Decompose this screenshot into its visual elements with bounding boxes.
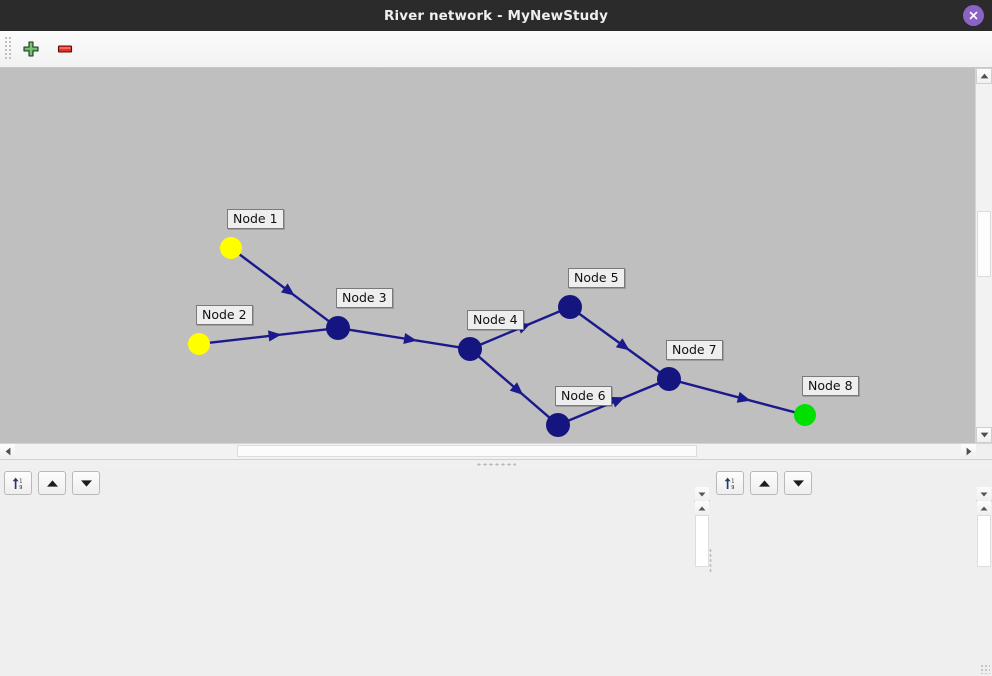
caret-right-icon xyxy=(966,447,971,455)
reaches-move-up-button[interactable] xyxy=(38,471,66,495)
graph-node-label-node-1[interactable]: Node 1 xyxy=(227,209,284,229)
splitter-grip xyxy=(476,463,516,466)
nodes-scroll-thumb[interactable] xyxy=(977,515,991,567)
graph-edge[interactable] xyxy=(348,328,460,349)
nodes-sort-button[interactable]: 1 9 xyxy=(716,471,744,495)
graph-edge-arrow xyxy=(280,283,295,296)
graph-edge[interactable] xyxy=(208,328,328,345)
graph-edge-arrow xyxy=(610,397,625,408)
svg-text:9: 9 xyxy=(19,485,22,491)
caret-up-icon xyxy=(980,73,988,79)
graph-node-node-6[interactable] xyxy=(546,413,570,437)
scrollbar-corner xyxy=(976,444,992,458)
graph-node-node-4[interactable] xyxy=(458,337,482,361)
graph-node-label-node-5[interactable]: Node 5 xyxy=(568,268,625,288)
window-titlebar: River network - MyNewStudy xyxy=(0,0,992,31)
graph-edge-arrow xyxy=(509,382,524,395)
graph-edge-arrow xyxy=(267,330,282,342)
caret-left-icon xyxy=(5,447,10,455)
close-window-button[interactable] xyxy=(963,5,984,26)
graph-node-label-node-3[interactable]: Node 3 xyxy=(336,288,393,308)
graph-node-label-node-7[interactable]: Node 7 xyxy=(666,340,723,360)
reaches-scroll-up-button[interactable] xyxy=(695,501,709,515)
graph-horizontal-scroll-thumb[interactable] xyxy=(237,445,697,457)
graph-node-node-5[interactable] xyxy=(558,295,582,319)
bottom-tables-area: 1 9 NameNode1Node2 xyxy=(0,468,992,676)
arrow-down-icon xyxy=(792,479,804,487)
graph-vertical-scroll-track[interactable] xyxy=(976,84,992,427)
sort-ascending-icon: 1 9 xyxy=(724,477,734,491)
graph-vertical-scroll-thumb[interactable] xyxy=(977,211,991,277)
graph-vertical-scrollbar[interactable] xyxy=(975,68,992,443)
svg-text:1: 1 xyxy=(19,478,22,484)
graph-edge-arrow xyxy=(403,333,418,345)
graph-node-label-node-8[interactable]: Node 8 xyxy=(802,376,859,396)
nodes-move-up-button[interactable] xyxy=(750,471,778,495)
arrow-up-icon xyxy=(758,479,770,487)
graph-node-node-1[interactable] xyxy=(220,237,242,259)
caret-up-icon xyxy=(698,506,706,510)
graph-scroll-up-button[interactable] xyxy=(976,68,992,84)
nodes-scroll-down-button[interactable] xyxy=(977,487,991,501)
graph-node-label-node-4[interactable]: Node 4 xyxy=(467,310,524,330)
sort-ascending-icon: 1 9 xyxy=(12,477,22,491)
reaches-sort-button[interactable]: 1 9 xyxy=(4,471,32,495)
reaches-toolbar: 1 9 xyxy=(0,468,106,498)
nodes-toolbar: 1 9 xyxy=(712,468,818,498)
graph-scroll-down-button[interactable] xyxy=(976,427,992,443)
add-plus-icon xyxy=(23,41,39,57)
graph-edge-arrow xyxy=(615,338,630,351)
graph-node-node-3[interactable] xyxy=(326,316,350,340)
graph-scroll-left-button[interactable] xyxy=(0,444,15,458)
graph-node-node-7[interactable] xyxy=(657,367,681,391)
svg-text:1: 1 xyxy=(731,478,734,484)
graph-scroll-right-button[interactable] xyxy=(961,444,976,458)
window-resize-grip[interactable] xyxy=(980,664,990,674)
nodes-scroll-up-button[interactable] xyxy=(977,501,991,515)
reaches-move-down-button[interactable] xyxy=(72,471,100,495)
nodes-move-down-button[interactable] xyxy=(784,471,812,495)
graph-node-label-node-6[interactable]: Node 6 xyxy=(555,386,612,406)
vertical-splitter[interactable] xyxy=(708,470,713,650)
toolbar-drag-handle[interactable] xyxy=(3,37,12,61)
graph-horizontal-scrollbar[interactable] xyxy=(0,443,992,459)
graph-node-node-8[interactable] xyxy=(794,404,816,426)
network-graph-svg xyxy=(188,237,816,437)
horizontal-splitter[interactable] xyxy=(0,459,992,469)
caret-down-icon xyxy=(980,432,988,438)
caret-down-icon xyxy=(698,492,706,496)
add-node-button[interactable] xyxy=(16,34,46,64)
reaches-scroll-down-button[interactable] xyxy=(695,487,709,501)
nodes-vertical-scrollbar[interactable] xyxy=(976,487,992,567)
graph-edge-arrow xyxy=(736,391,751,403)
graph-node-label-node-2[interactable]: Node 2 xyxy=(196,305,253,325)
arrow-down-icon xyxy=(80,479,92,487)
remove-minus-icon xyxy=(57,45,73,53)
network-graph-canvas[interactable]: Node 1 Node 2 Node 3 Node 4 Node 5 Node 6 Node… xyxy=(0,68,976,443)
caret-down-icon xyxy=(980,492,988,496)
remove-node-button[interactable] xyxy=(50,34,80,64)
arrow-up-icon xyxy=(46,479,58,487)
window-title: River network - MyNewStudy xyxy=(384,7,608,24)
reaches-vertical-scrollbar[interactable] xyxy=(694,487,710,567)
network-graph-panel: Node 1 Node 2 Node 3 Node 4 Node 5 Node 6 Node… xyxy=(0,68,992,459)
main-toolbar xyxy=(0,31,992,68)
svg-text:9: 9 xyxy=(731,485,734,491)
graph-node-node-2[interactable] xyxy=(188,333,210,355)
caret-up-icon xyxy=(980,506,988,510)
vertical-splitter-grip xyxy=(709,548,712,572)
graph-edge[interactable] xyxy=(679,380,796,414)
close-icon xyxy=(969,11,978,20)
reaches-scroll-thumb[interactable] xyxy=(695,515,709,567)
graph-edge[interactable] xyxy=(238,253,330,323)
